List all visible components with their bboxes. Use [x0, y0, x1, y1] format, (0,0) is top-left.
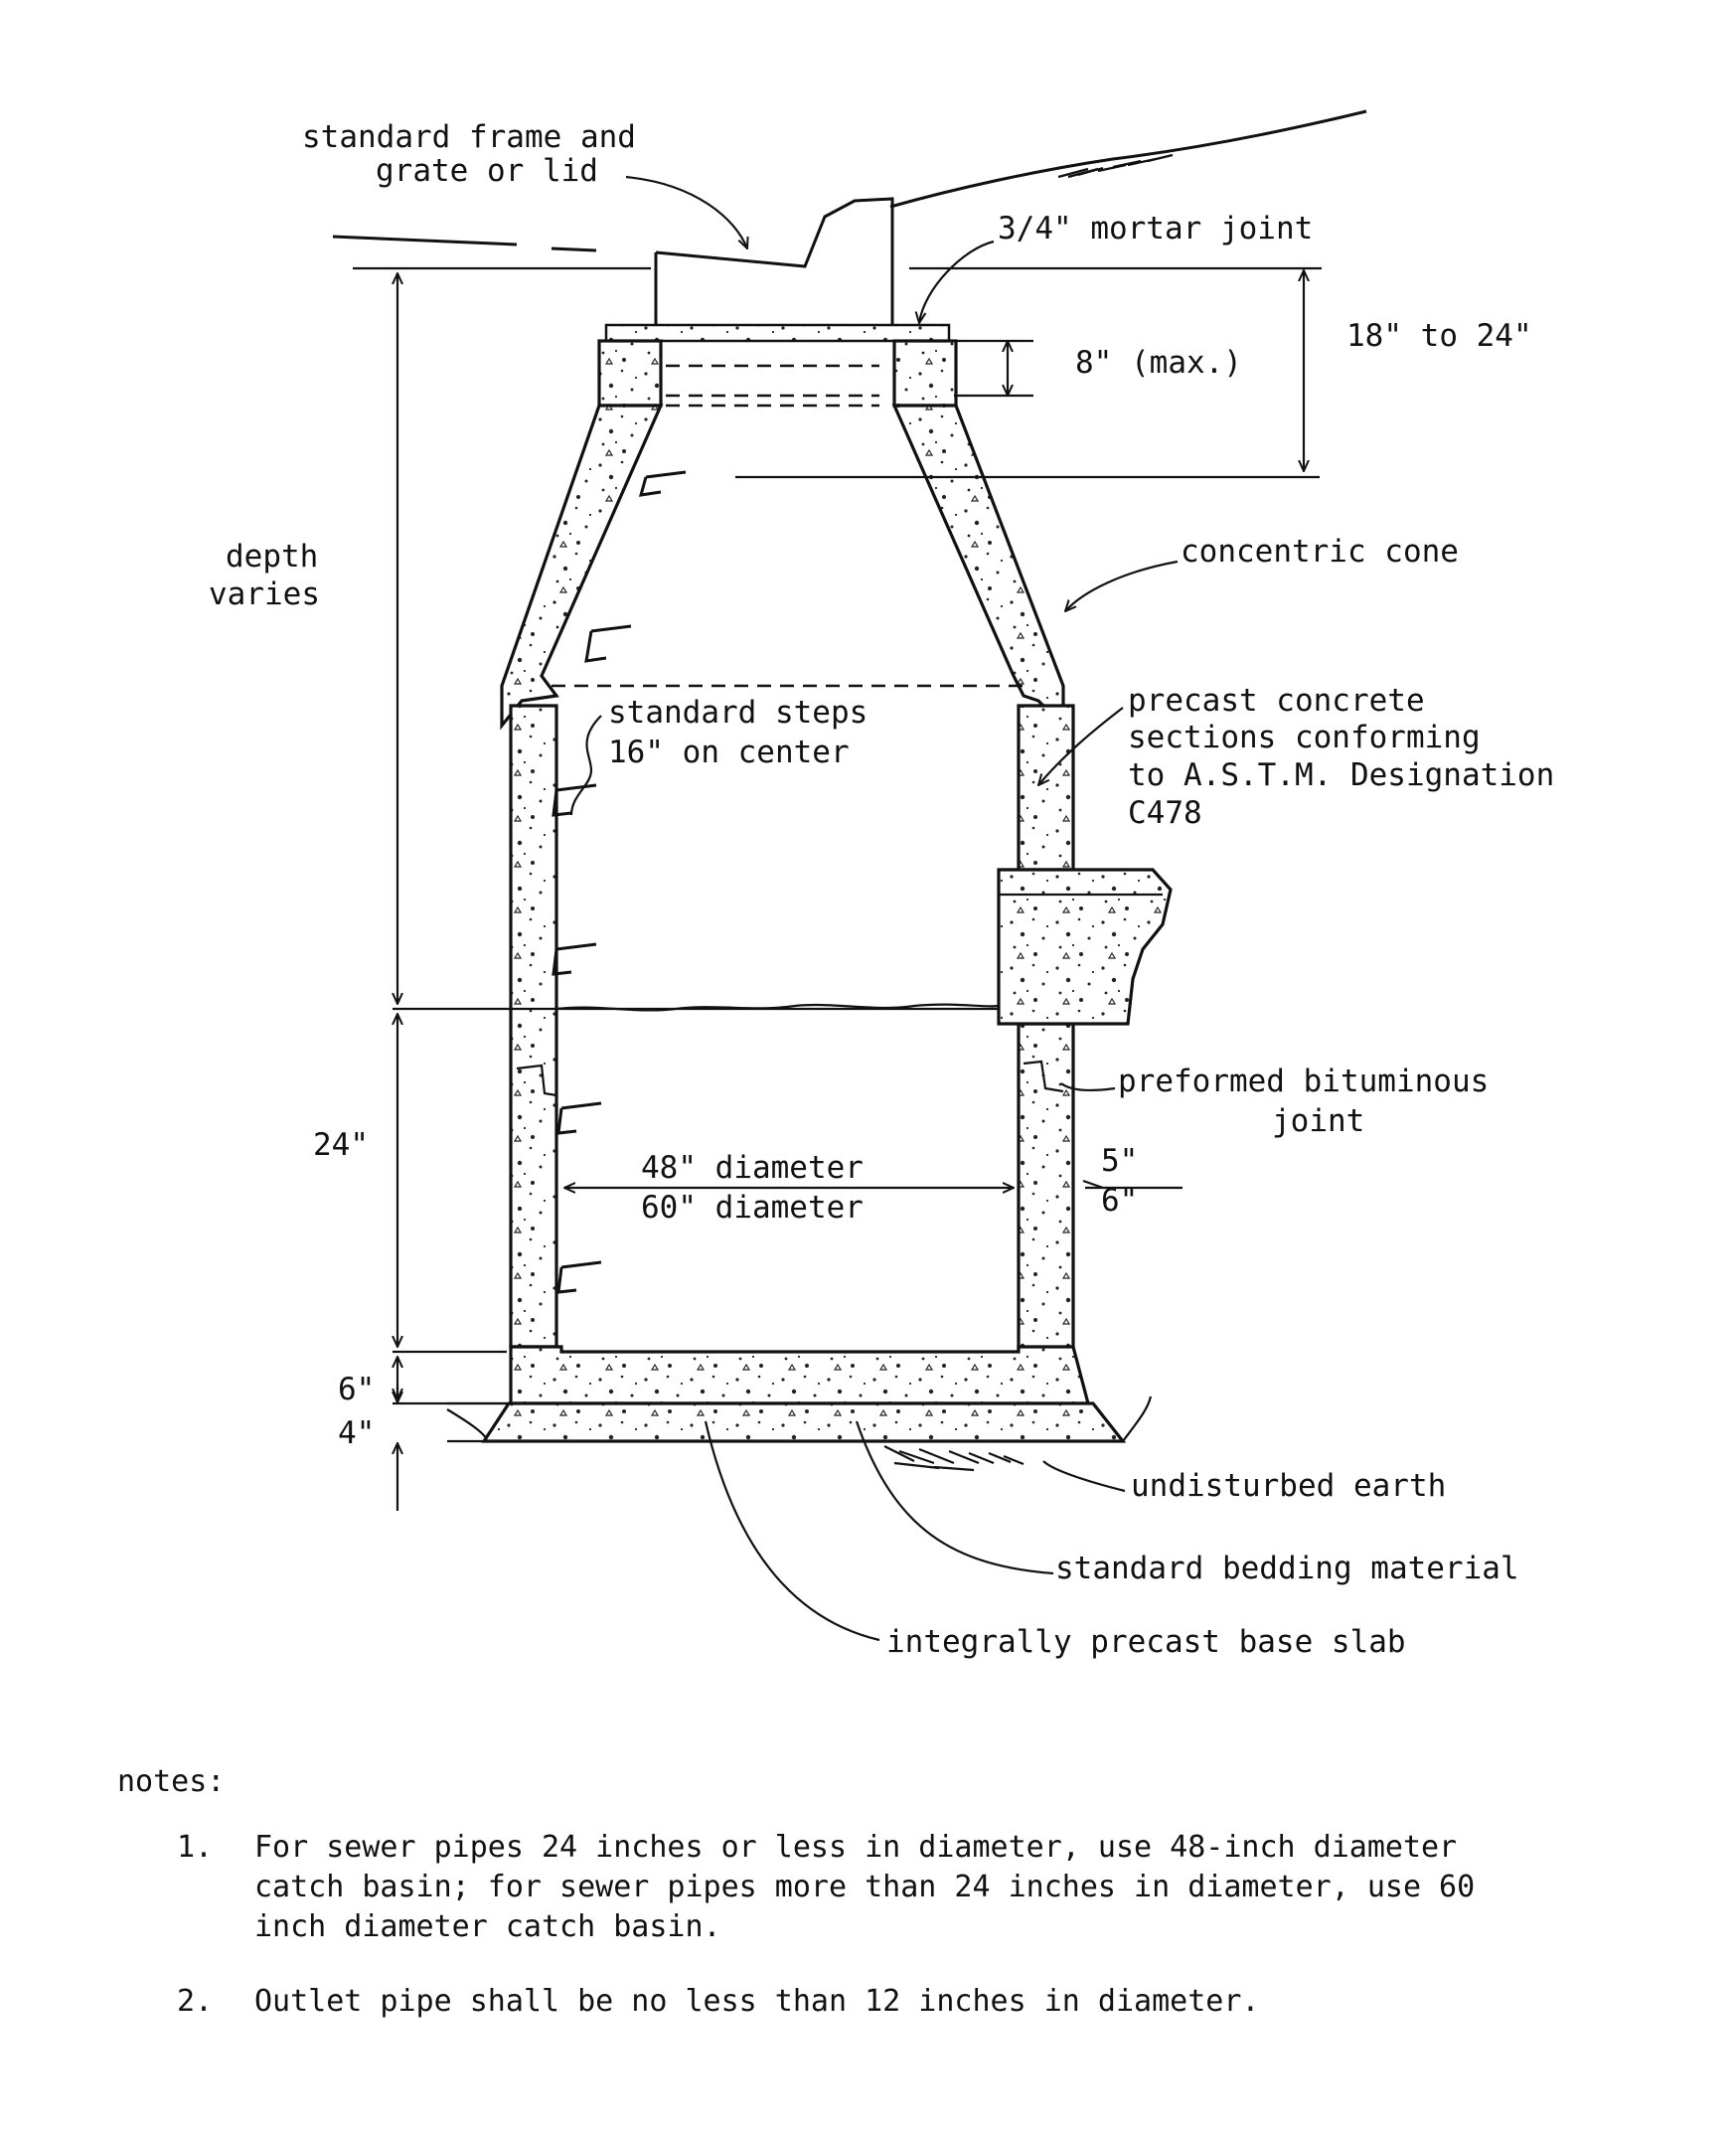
label-base-slab: integrally precast base slab: [886, 1624, 1406, 1660]
label-bituminous-1: preformed bituminous: [1118, 1064, 1489, 1099]
label-precast-4: C478: [1128, 795, 1202, 831]
adjusting-rings: [597, 339, 958, 408]
undisturbed-earth: [883, 1445, 1025, 1472]
label-24: 24": [313, 1127, 369, 1163]
note-2-line-1: Outlet pipe shall be no less than 12 inc…: [254, 1984, 1259, 2019]
label-wall-6: 6": [1101, 1183, 1138, 1219]
notes: notes: 1. For sewer pipes 24 inches or l…: [117, 1764, 1475, 2019]
label-bituminous-2: joint: [1272, 1103, 1364, 1139]
riser-walls: [509, 704, 1075, 1359]
label-concentric-cone: concentric cone: [1181, 534, 1459, 570]
note-2-number: 2.: [177, 1984, 213, 2019]
dimension-lines: [353, 266, 1322, 1511]
label-60-diameter: 60" diameter: [641, 1190, 864, 1226]
base-slab: [509, 1345, 1091, 1405]
mortar-joint: [604, 323, 951, 343]
label-precast-1: precast concrete: [1128, 683, 1425, 719]
label-steps-1: standard steps: [608, 695, 868, 731]
label-precast-2: sections conforming: [1128, 720, 1481, 755]
note-1-number: 1.: [177, 1830, 213, 1865]
note-1-line-3: inch diameter catch basin.: [254, 1909, 721, 1944]
outlet-pipe: [997, 868, 1173, 1026]
note-1-line-2: catch basin; for sewer pipes more than 2…: [254, 1870, 1475, 1904]
label-varies: varies: [209, 576, 320, 612]
label-8-max: 8" (max.): [1075, 345, 1242, 381]
leader-lines: [569, 175, 1179, 1642]
notes-heading: notes:: [117, 1764, 225, 1799]
label-48-diameter: 48" diameter: [641, 1150, 864, 1186]
note-1-line-1: For sewer pipes 24 inches or less in dia…: [254, 1830, 1457, 1865]
label-18-to-24: 18" to 24": [1346, 318, 1532, 354]
label-precast-3: to A.S.T.M. Designation: [1128, 757, 1554, 793]
label-wall-5: 5": [1101, 1143, 1138, 1179]
label-mortar-joint: 3/4" mortar joint: [998, 211, 1313, 246]
label-bedding: standard bedding material: [1055, 1551, 1519, 1586]
label-frame-1: standard frame and: [302, 119, 636, 155]
label-4: 4": [338, 1415, 375, 1451]
label-depth: depth: [226, 539, 318, 575]
standard-steps: [552, 470, 687, 1294]
bedding: [446, 1395, 1153, 1443]
ground-surface: [332, 109, 1367, 252]
label-undisturbed-earth: undisturbed earth: [1131, 1468, 1446, 1504]
label-frame-2: grate or lid: [376, 153, 598, 189]
concentric-cone: [500, 404, 1065, 731]
label-6: 6": [338, 1372, 375, 1407]
frame-and-grate: [616, 197, 934, 332]
section-break-line: [555, 1003, 1000, 1012]
labels: standard frame and grate or lid 3/4" mor…: [209, 119, 1554, 1660]
label-steps-2: 16" on center: [608, 735, 850, 770]
